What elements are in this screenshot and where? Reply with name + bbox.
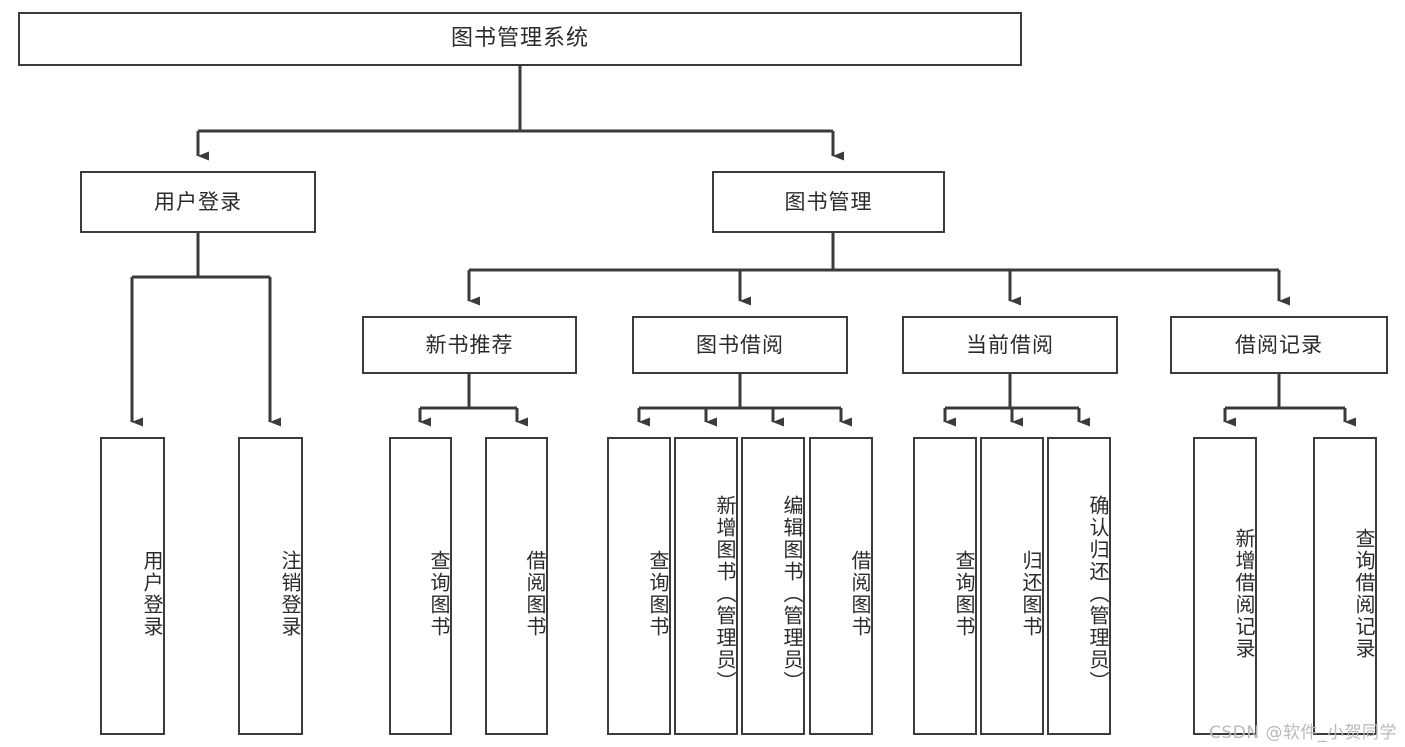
node-label: 新书推荐 bbox=[425, 332, 514, 357]
node-user-login[interactable]: 用户登录 bbox=[80, 171, 316, 233]
node-label: 查询图书 bbox=[952, 550, 976, 638]
node-book-borrow[interactable]: 图书借阅 bbox=[632, 316, 848, 374]
node-current-borrow[interactable]: 当前借阅 bbox=[902, 316, 1118, 374]
node-leaf-query-book-current[interactable]: 查询图书 bbox=[913, 437, 977, 735]
watermark-text: CSDN @软件_小贺同学 bbox=[1209, 723, 1397, 743]
node-label: 新增借阅记录 bbox=[1232, 528, 1256, 660]
node-leaf-add-book-admin[interactable]: 新增图书（管理员） bbox=[674, 437, 738, 735]
node-label: 借阅图书 bbox=[848, 550, 872, 638]
node-new-book-recommend[interactable]: 新书推荐 bbox=[362, 316, 577, 374]
node-label: 借阅记录 bbox=[1235, 332, 1323, 357]
node-book-management[interactable]: 图书管理 bbox=[712, 171, 945, 233]
node-leaf-add-borrow-record[interactable]: 新增借阅记录 bbox=[1193, 437, 1257, 735]
node-leaf-query-borrow-record[interactable]: 查询借阅记录 bbox=[1313, 437, 1377, 735]
node-label: 注销登录 bbox=[278, 550, 302, 638]
node-label: 用户登录 bbox=[140, 550, 164, 638]
node-label: 图书管理系统 bbox=[450, 26, 589, 52]
node-label: 查询图书 bbox=[427, 550, 451, 638]
node-leaf-query-book-recommend[interactable]: 查询图书 bbox=[389, 437, 452, 735]
node-leaf-borrow-book[interactable]: 借阅图书 bbox=[809, 437, 873, 735]
node-label: 当前借阅 bbox=[966, 332, 1054, 357]
node-label: 查询图书 bbox=[646, 550, 670, 638]
node-label: 图书管理 bbox=[784, 189, 873, 214]
node-label: 用户登录 bbox=[154, 189, 242, 214]
node-leaf-return-book[interactable]: 归还图书 bbox=[980, 437, 1044, 735]
node-leaf-confirm-return-admin[interactable]: 确认归还（管理员） bbox=[1047, 437, 1111, 735]
node-label: 确认归还（管理员） bbox=[1086, 495, 1110, 693]
node-leaf-borrow-book-recommend[interactable]: 借阅图书 bbox=[485, 437, 548, 735]
node-root-library-management-system[interactable]: 图书管理系统 bbox=[18, 12, 1022, 66]
node-label: 借阅图书 bbox=[523, 550, 547, 638]
node-label: 归还图书 bbox=[1019, 550, 1043, 638]
node-leaf-logout[interactable]: 注销登录 bbox=[238, 437, 303, 735]
node-leaf-query-book-borrow[interactable]: 查询图书 bbox=[607, 437, 671, 735]
node-label: 图书借阅 bbox=[696, 332, 784, 357]
node-label: 新增图书（管理员） bbox=[713, 495, 737, 693]
node-leaf-edit-book-admin[interactable]: 编辑图书（管理员） bbox=[741, 437, 805, 735]
node-label: 编辑图书（管理员） bbox=[780, 495, 804, 693]
node-label: 查询借阅记录 bbox=[1352, 528, 1376, 660]
node-leaf-user-login[interactable]: 用户登录 bbox=[100, 437, 165, 735]
node-borrow-record[interactable]: 借阅记录 bbox=[1170, 316, 1388, 374]
